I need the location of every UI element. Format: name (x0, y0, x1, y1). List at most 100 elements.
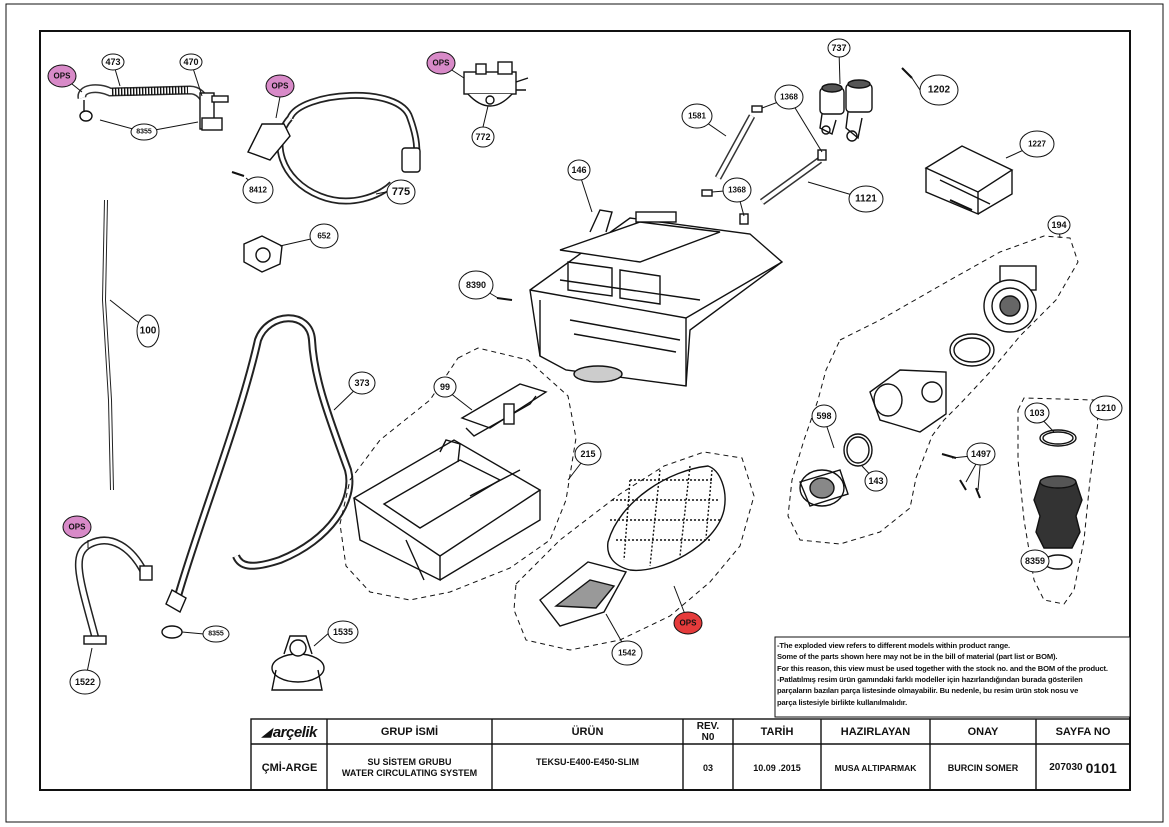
svg-text:99: 99 (440, 382, 450, 392)
header-rev-no: REV. N0 (696, 721, 720, 743)
callout-1210: 1210 (1089, 395, 1123, 421)
page-number-suffix: 0101 (1085, 759, 1117, 776)
revision-value: 03 (702, 762, 713, 773)
callout-1227: 1227 (1019, 130, 1055, 158)
callout-8412: 8412 (242, 176, 274, 204)
screw-1202-part (901, 67, 913, 79)
arcelik-logo: ◢arçelik (252, 720, 327, 744)
approved-by-value: BURCIN SOMER (947, 762, 1019, 773)
drain-pump-part (869, 265, 1037, 433)
group-name-value: SU SİSTEM GRUBU WATER CIRCULATING SYSTEM (327, 745, 492, 790)
filter-mesh-part (539, 465, 726, 627)
svg-text:1535: 1535 (333, 627, 353, 637)
callout-473: 473 (101, 53, 125, 71)
callout-775: 775 (386, 179, 416, 205)
header-hazirlayan: HAZIRLAYAN (840, 726, 911, 738)
callout-146: 146 (567, 159, 591, 181)
note-line-3: For this reason, this view must be used … (777, 663, 1108, 673)
detergent-housing-part (529, 209, 784, 387)
detergent-drawer-part (352, 439, 542, 582)
inlet-valve-part (819, 79, 873, 142)
callout-772: 772 (471, 126, 495, 148)
svg-text:8355: 8355 (208, 631, 224, 638)
ops-badge-4: OPS (62, 515, 92, 539)
note-line-6: parça listesiyle birlikte kullanılmalıdı… (777, 697, 908, 707)
callout-8359: 8359 (1020, 549, 1050, 573)
svg-text:103: 103 (1029, 408, 1044, 418)
svg-text:OPS: OPS (272, 82, 290, 91)
svg-text:775: 775 (392, 186, 410, 198)
svg-text:OPS: OPS (69, 523, 87, 532)
fill-hose-part (247, 91, 421, 205)
logo-mark-icon: ◢ (262, 725, 271, 739)
header-tarih: TARİH (760, 726, 794, 738)
ops-badges: OPS OPS OPS OPS OPS (47, 51, 703, 635)
svg-text:1227: 1227 (1028, 140, 1046, 149)
header-onay: ONAY (967, 726, 999, 738)
svg-text:373: 373 (354, 378, 369, 388)
header-grup-ismi: GRUP İSMİ (380, 726, 439, 738)
group-name-tr: SU SİSTEM GRUBU (367, 756, 452, 767)
drain-hose-part (77, 84, 229, 131)
callout-215: 215 (574, 442, 602, 466)
svg-text:1121: 1121 (855, 194, 877, 205)
callout-470: 470 (179, 53, 203, 71)
svg-text:1368: 1368 (728, 186, 746, 195)
note-line-5: parçaların bazıları parça listesinde olm… (777, 686, 1079, 696)
svg-text:1522: 1522 (75, 677, 95, 687)
svg-text:737: 737 (831, 43, 846, 53)
callout-1535: 1535 (327, 620, 359, 644)
ops-badge-1: OPS (47, 64, 77, 88)
svg-text:OPS: OPS (680, 619, 698, 628)
svg-text:1368: 1368 (780, 93, 798, 102)
callout-143: 143 (864, 470, 888, 492)
svg-text:OPS: OPS (433, 59, 451, 68)
callout-1522: 1522 (69, 669, 101, 695)
callout-1202: 1202 (919, 74, 959, 106)
svg-text:194: 194 (1051, 220, 1066, 230)
svg-text:1581: 1581 (688, 112, 706, 121)
svg-text:1210: 1210 (1096, 403, 1116, 413)
department-code: ÇMİ-ARGE (261, 761, 318, 774)
callout-194: 194 (1047, 215, 1071, 235)
pump-filter-part (799, 433, 873, 507)
svg-text:8390: 8390 (466, 280, 486, 290)
callouts: 473 470 8355 772 737 1202 1368 1581 1368… (69, 38, 1123, 695)
prepared-by-value: MUSA ALTIPARMAK (834, 762, 917, 773)
svg-text:473: 473 (105, 57, 120, 67)
svg-text:8359: 8359 (1025, 556, 1045, 566)
callout-100: 100 (136, 314, 160, 348)
header-sayfa-no: SAYFA NO (1055, 726, 1111, 738)
note-line-2: Some of the parts shown here may not be … (777, 652, 1058, 662)
svg-text:1202: 1202 (928, 85, 951, 96)
svg-text:772: 772 (475, 132, 490, 142)
hose-guide-part (74, 536, 153, 645)
ops-badge-3: OPS (426, 51, 456, 75)
svg-text:1497: 1497 (971, 449, 991, 459)
svg-text:8412: 8412 (249, 186, 267, 195)
svg-text:100: 100 (140, 326, 157, 337)
pressure-switch-part (463, 61, 529, 107)
drain-hose-373-part (165, 314, 354, 613)
svg-text:215: 215 (580, 449, 595, 459)
screw-8412-part (231, 171, 245, 177)
note-line-1: -The exploded view refers to different m… (777, 641, 1010, 650)
filter-1227-part (924, 145, 1014, 216)
callout-8355-upper: 8355 (130, 123, 158, 141)
callout-1368-lower: 1368 (722, 177, 752, 203)
clamp-8355-part (161, 625, 183, 639)
callout-8355-lower: 8355 (202, 625, 230, 643)
nut-652-part (243, 235, 283, 273)
logo-text: arçelik (272, 723, 318, 741)
ops-badge-2: OPS (265, 74, 295, 98)
product-value: TEKSU-E400-E450-SLIM (535, 757, 640, 767)
svg-text:143: 143 (868, 476, 883, 486)
ops-badge-5: OPS (673, 611, 703, 635)
svg-text:652: 652 (317, 232, 331, 241)
callout-652: 652 (309, 223, 339, 249)
callout-373: 373 (348, 371, 376, 395)
note-line-4: -Patlatılmış resim ürün gamındaki farklı… (777, 674, 1083, 684)
clamp-1368-part (701, 105, 827, 225)
